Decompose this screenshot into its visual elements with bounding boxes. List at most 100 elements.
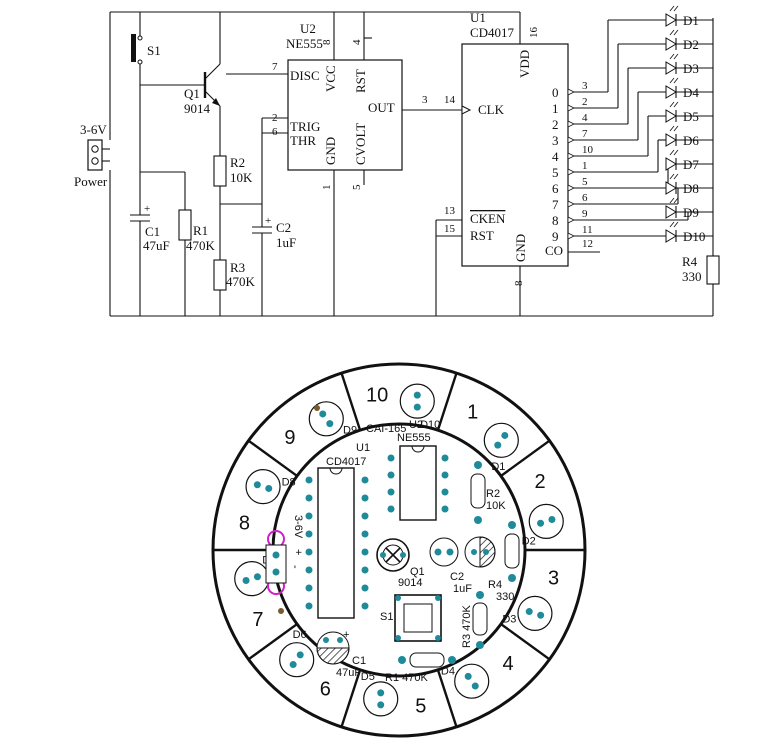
u1-output-4: 4 [552,149,559,164]
u1-output-2: 2 [552,117,559,132]
u2-pinnum-cvolt: 5 [351,184,363,190]
pcb-segment-number-7: 7 [252,609,263,631]
pcb-r1: R1 470K [385,652,456,684]
u2-pin-disc: DISC [290,68,320,83]
pcb-segment-4: 4D4 [441,653,514,699]
u2-pin-out: OUT [368,100,395,115]
pcb-c1: + C1 47uF [316,629,366,679]
u1-pinnum-rst: 15 [444,223,456,235]
r4-ref: R4 [682,254,698,269]
led-label-d3: D3 [683,61,699,76]
r4-value: 330 [682,269,702,284]
pcb-led-ref-d10: D10 [420,419,440,431]
c1-ref: C1 [145,224,160,239]
pcb-segment-number-9: 9 [284,427,295,449]
led-label-d2: D2 [683,37,699,52]
pcb-u2-ref: U2 [409,419,423,431]
pcb-power-minus: - [289,565,301,569]
capacitor-c1: + C1 47uF [130,203,170,316]
led-d10: D10 [665,221,713,244]
u2-pinnum-rst: 4 [351,39,363,45]
pcb-layout: 1D12D23D34D45D56D67D78D89D910D10 CAI-165… [211,362,587,738]
pcb-led-ref-d9: D9 [343,425,357,437]
u1-pinnum-gnd: 8 [513,280,525,286]
led-label-d10: D10 [683,229,705,244]
u1-pinnum-cken: 13 [444,205,456,217]
led-label-d9: D9 [683,205,699,220]
u2-pin-trig: TRIG [290,119,320,134]
pcb-hatched-component [464,536,496,568]
pcb-u2-part: NE555 [397,432,431,444]
pcb-led-ref-d2: D2 [522,536,536,548]
u1-ref: U1 [470,10,486,25]
capacitor-c2: + C2 1uF [252,215,296,316]
u2-pin-vcc: VCC [323,65,338,92]
pcb-q1-ref: Q1 [410,566,425,578]
u1-output-8: 8 [552,213,559,228]
switch-s1: S1 [131,12,161,85]
r1-value: 470K [186,238,216,253]
pcb-r4-value: 330 [496,591,514,603]
u1-output-pin-7: 7 [582,128,588,140]
u2-pinnum-disc: 7 [272,61,278,73]
u1-output-pin-10: 10 [582,144,594,156]
u1-output-9: 9 [552,229,559,244]
pcb-segment-number-3: 3 [548,567,559,589]
board-code: CAI-165 [366,423,406,435]
u1-output-pin-3: 3 [582,80,588,92]
pcb-power-label: 3-6V [292,515,304,539]
pcb-c2-value: 1uF [453,583,472,595]
led-d3: D3 [665,53,713,76]
u2-part: NE555 [286,36,323,51]
u1-pin-rst: RST [470,228,494,243]
pcb-q1-part: 9014 [398,577,422,589]
led-d4: D4 [665,77,713,100]
u1-part: CD4017 [470,25,515,40]
pcb-u1: U1 CD4017 [305,442,370,619]
u2-pin-gnd: GND [323,137,338,165]
u2-pinnum-vcc: 8 [321,39,333,45]
q1-part: 9014 [184,101,211,116]
led-d7: D7 [665,149,713,172]
u1-pin-gnd: GND [513,234,528,262]
c1-value: 47uF [143,238,170,253]
pcb-segment-number-1: 1 [467,401,478,423]
pcb-r2: R2 10K [470,461,506,524]
r1-ref: R1 [193,223,208,238]
pcb-u2: U2 NE555 [387,419,449,521]
pcb-r3-label: R3 470K [461,605,473,648]
ic-ne555: U2 NE555 DISC TRIG THR OUT VCC RST CVOLT… [272,21,428,190]
pcb-segment-number-8: 8 [239,513,250,535]
led-d6: D6 [665,125,713,148]
u1-pin-vdd: VDD [517,50,532,78]
u1-pin-cken: CKEN [470,211,506,226]
u1-pin-co: CO [545,243,563,258]
u2-pin-thr: THR [290,133,316,148]
led-label-d6: D6 [683,133,699,148]
r3-value: 470K [226,274,256,289]
u1-output-pin-1: 1 [582,160,588,172]
power-label: Power [74,174,108,189]
r3-ref: R3 [230,260,245,275]
r2-ref: R2 [230,155,245,170]
resistor-r2: R2 10K [213,155,253,187]
c2-ref: C2 [276,220,291,235]
pcb-u1-ref: U1 [356,442,370,454]
resistor-r3: R3 470K [213,259,256,291]
pcb-r2-ref: R2 [486,488,500,500]
pcb-led-ref-d8: D8 [282,476,296,488]
u2-pin-rst: RST [353,69,368,93]
q1-ref: Q1 [184,86,200,101]
u1-output-pin-11: 11 [582,224,593,236]
power-voltage-label: 3-6V [80,122,107,137]
ic-cd4017: U1 CD4017 VDD 16 CLK 14 CKEN 13 RST 15 G… [444,10,698,286]
u1-output-pin-6: 6 [582,192,588,204]
schematic: 3-6V Power S1 + C1 47uF R1 [74,5,720,317]
u1-output-6: 6 [552,181,559,196]
u1-pinnum-co: 12 [582,238,593,250]
pcb-segment-number-4: 4 [502,653,513,675]
pcb-c2-ref: C2 [450,571,464,583]
u2-pin-cvolt: CVOLT [353,123,368,165]
